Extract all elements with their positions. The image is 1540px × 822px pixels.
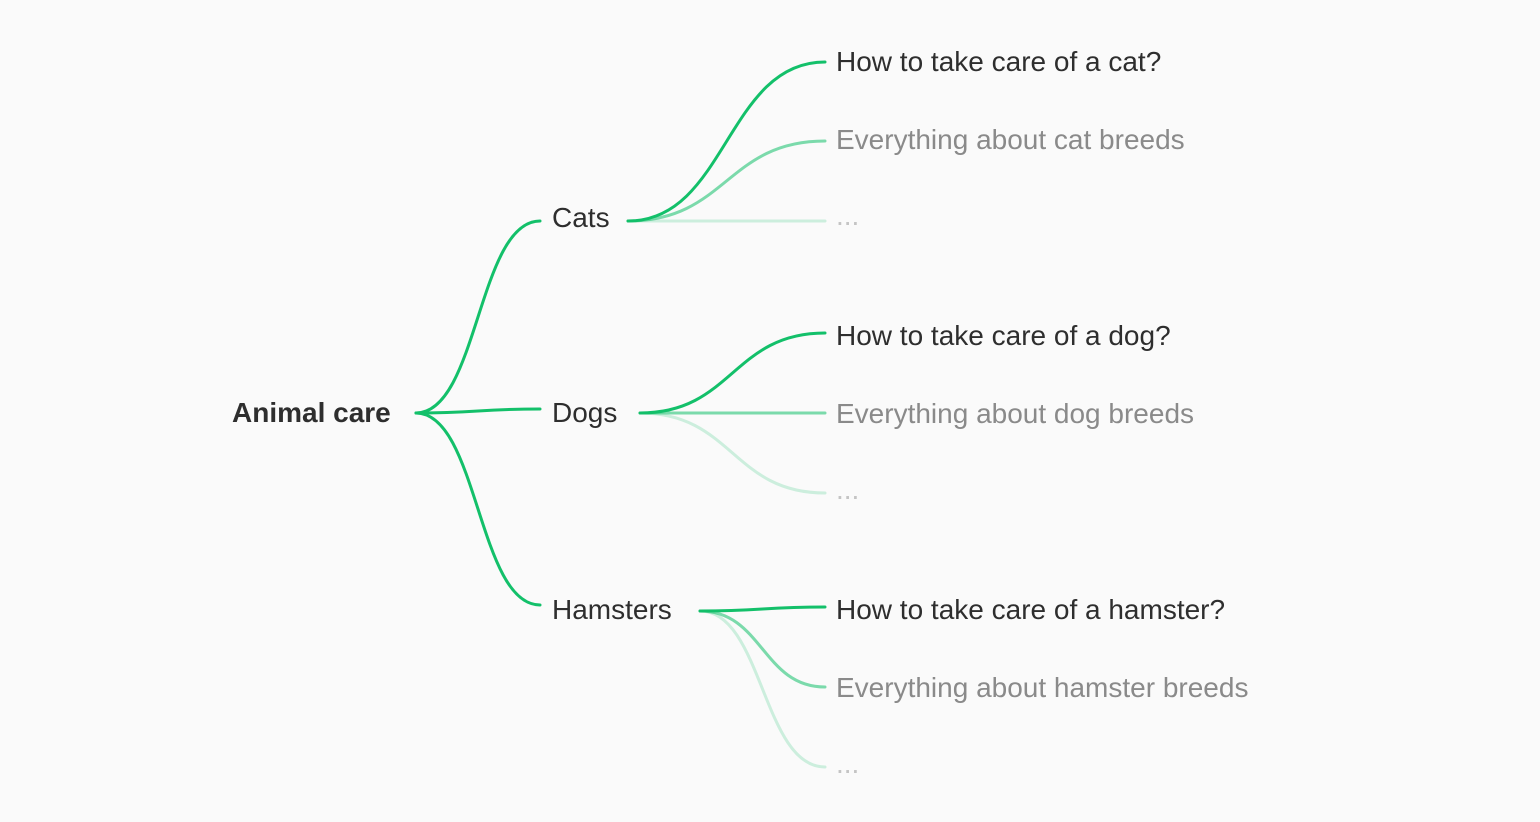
root-node[interactable]: Animal care xyxy=(232,397,391,428)
leaf-node-ellipsis[interactable]: ... xyxy=(836,474,860,505)
branch-leaf-link xyxy=(698,609,827,769)
leaf-node-ellipsis[interactable]: ... xyxy=(836,200,860,231)
branch-leaf-link xyxy=(698,605,827,613)
leaf-node[interactable]: Everything about dog breeds xyxy=(836,398,1195,429)
leaf-node-ellipsis[interactable]: ... xyxy=(836,748,860,779)
branch-node-hamsters[interactable]: Hamsters xyxy=(552,594,672,625)
root-branch-link xyxy=(414,411,542,607)
leaf-node[interactable]: Everything about hamster breeds xyxy=(836,672,1249,703)
leaf-node[interactable]: How to take care of a hamster? xyxy=(836,594,1226,625)
branch-leaf-link xyxy=(626,139,827,223)
branch-node-dogs[interactable]: Dogs xyxy=(552,397,618,428)
branch-leaf-link xyxy=(626,60,827,223)
leaf-node[interactable]: How to take care of a cat? xyxy=(836,46,1162,77)
leaf-node[interactable]: How to take care of a dog? xyxy=(836,320,1171,351)
root-branch-link xyxy=(414,219,542,415)
branch-leaf-link xyxy=(698,609,827,689)
leaf-node[interactable]: Everything about cat breeds xyxy=(836,124,1185,155)
branch-leaf-link xyxy=(638,411,827,495)
branch-leaf-link xyxy=(638,331,827,415)
branch-node-cats[interactable]: Cats xyxy=(552,202,610,233)
root-branch-link xyxy=(414,407,542,415)
